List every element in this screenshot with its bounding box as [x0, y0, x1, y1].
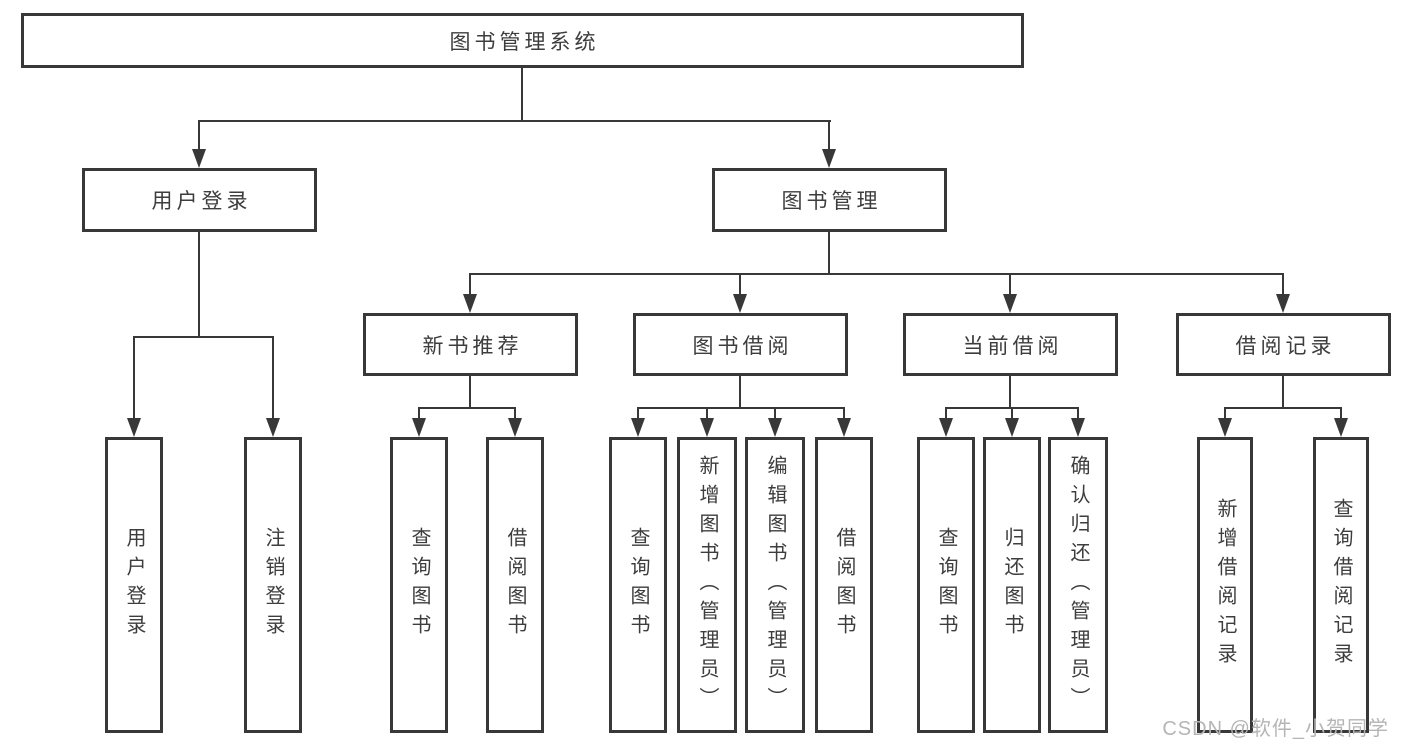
node-label: 查询图书	[935, 527, 957, 643]
node-new-book-recommendation: 新书推荐	[363, 313, 578, 376]
connector-line	[198, 232, 200, 336]
connector-line	[470, 273, 1283, 275]
connector-line	[638, 407, 844, 409]
connector-line	[1011, 407, 1013, 418]
node-book-management: 图书管理	[712, 168, 947, 232]
arrow-down-icon	[700, 418, 714, 437]
node-label: 用户登录	[151, 190, 252, 213]
arrow-down-icon	[1005, 418, 1019, 437]
node-label: 图书借阅	[692, 334, 793, 358]
node-label: 新书推荐	[422, 334, 523, 358]
connector-line	[828, 232, 830, 273]
leaf-return-books: 归还图书	[983, 437, 1041, 733]
connector-line	[774, 407, 776, 418]
connector-line	[418, 407, 420, 418]
connector-line	[521, 67, 523, 120]
connector-line	[514, 407, 516, 418]
connector-line	[739, 273, 741, 294]
connector-line	[706, 407, 708, 418]
connector-line	[843, 407, 845, 418]
arrow-down-icon	[1276, 294, 1290, 313]
node-label: 借阅图书	[833, 527, 855, 643]
leaf-add-borrow-record: 新增借阅记录	[1197, 437, 1253, 733]
arrow-down-icon	[1003, 294, 1017, 313]
connector-line	[1340, 407, 1342, 418]
node-label: 借阅图书	[504, 527, 526, 643]
leaf-query-books: 查询图书	[917, 437, 975, 733]
arrow-down-icon	[508, 418, 522, 437]
node-label: 用户登录	[123, 527, 145, 643]
connector-line	[1009, 376, 1011, 407]
connector-line	[1224, 407, 1226, 418]
node-label: 查询借阅记录	[1330, 498, 1352, 672]
node-library-management-system: 图书管理系统	[21, 13, 1024, 68]
connector-line	[739, 376, 741, 407]
arrow-down-icon	[822, 149, 836, 168]
connector-line	[133, 336, 135, 418]
connector-line	[469, 273, 471, 294]
node-borrowing-records: 借阅记录	[1176, 313, 1391, 376]
leaf-borrow-books: 借阅图书	[486, 437, 544, 733]
leaf-query-books: 查询图书	[390, 437, 448, 733]
connector-line	[469, 376, 471, 407]
arrow-down-icon	[463, 294, 477, 313]
leaf-confirm-return-admin: 确认归还（管理员）	[1048, 437, 1108, 733]
node-label: 图书管理	[781, 190, 882, 213]
connector-line	[272, 336, 274, 418]
node-label: 图书管理系统	[449, 30, 600, 54]
arrow-down-icon	[127, 418, 141, 437]
arrow-down-icon	[266, 418, 280, 437]
arrow-down-icon	[412, 418, 426, 437]
leaf-query-borrow-record: 查询借阅记录	[1313, 437, 1369, 733]
connector-line	[134, 336, 274, 338]
arrow-down-icon	[768, 418, 782, 437]
connector-line	[1282, 376, 1284, 407]
arrow-down-icon	[939, 418, 953, 437]
leaf-borrow-books: 借阅图书	[815, 437, 873, 733]
leaf-user-login: 用户登录	[105, 437, 163, 733]
node-label: 新增图书（管理员）	[696, 454, 718, 716]
connector-line	[828, 120, 830, 149]
connector-line	[198, 120, 200, 149]
node-label: 确认归还（管理员）	[1067, 454, 1089, 716]
connector-line	[1282, 273, 1284, 294]
connector-line	[198, 120, 831, 122]
arrow-down-icon	[192, 149, 206, 168]
node-label: 编辑图书（管理员）	[764, 454, 786, 716]
arrow-down-icon	[1334, 418, 1348, 437]
arrow-down-icon	[1071, 418, 1085, 437]
connector-line	[945, 407, 947, 418]
arrow-down-icon	[733, 294, 747, 313]
leaf-query-books: 查询图书	[609, 437, 667, 733]
arrow-down-icon	[631, 418, 645, 437]
connector-line	[419, 407, 515, 409]
node-current-borrowing: 当前借阅	[903, 313, 1118, 376]
node-label: 当前借阅	[962, 334, 1063, 358]
node-label: 查询图书	[627, 527, 649, 643]
connector-line	[1077, 407, 1079, 418]
arrow-down-icon	[837, 418, 851, 437]
connector-line	[1009, 273, 1011, 294]
node-label: 查询图书	[408, 527, 430, 643]
node-label: 新增借阅记录	[1214, 498, 1236, 672]
node-label: 归还图书	[1001, 527, 1023, 643]
leaf-add-book-admin: 新增图书（管理员）	[677, 437, 737, 733]
leaf-edit-book-admin: 编辑图书（管理员）	[745, 437, 805, 733]
node-label: 借阅记录	[1235, 334, 1336, 358]
leaf-logout: 注销登录	[244, 437, 302, 733]
node-label: 注销登录	[262, 527, 284, 643]
connector-line	[1225, 407, 1341, 409]
csdn-watermark: CSDN @软件_小贺同学	[1162, 718, 1389, 740]
node-user-login-branch: 用户登录	[82, 168, 317, 232]
arrow-down-icon	[1218, 418, 1232, 437]
node-book-borrowing: 图书借阅	[633, 313, 848, 376]
connector-line	[637, 407, 639, 418]
